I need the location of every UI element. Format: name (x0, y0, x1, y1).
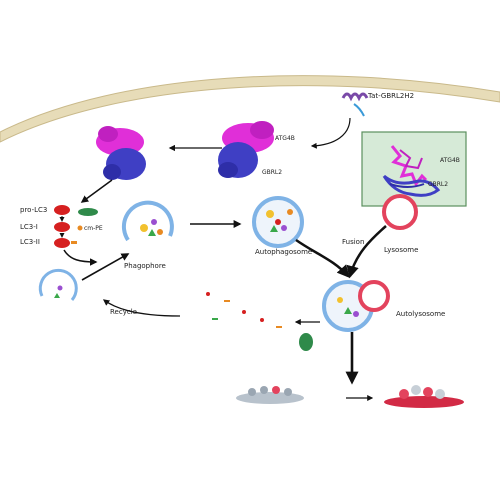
recycle-arrow (102, 299, 181, 317)
cell-membrane (0, 75, 500, 143)
autophagosome-icon (252, 196, 304, 248)
tat-label: Tat-GBRL2H2 (367, 92, 414, 100)
lc3-1-icon (54, 222, 70, 232)
autophagosome-to-fusion-arrow (295, 238, 350, 278)
atg4b-center-label: ATG4B (275, 135, 295, 142)
left-to-lc3-arrow (80, 179, 113, 203)
lc3-1-label: LC3-I (20, 223, 38, 231)
lysosome-label: Lysosome (384, 246, 418, 254)
phagophore-label: Phagophore (124, 262, 166, 270)
phagophore-icon (121, 200, 174, 242)
lc3-to-phagophore-arrow (63, 249, 98, 266)
degradation-products (206, 292, 282, 328)
pro-lc3-label: pro-LC3 (20, 206, 47, 214)
lc3-2-label: LC3-II (20, 238, 40, 246)
autophagosome-label: Autophagosome (255, 248, 312, 256)
recycled-phagophore-icon (38, 268, 78, 301)
left-complex (96, 126, 146, 180)
cleaved-fragment-icon (78, 208, 98, 216)
gbrl2-center-label: GBRL2 (262, 169, 282, 176)
lc3-pe-tag (71, 241, 77, 244)
lc3-2-icon (54, 238, 70, 248)
cm-pe-label: cm-PE (84, 225, 103, 232)
outcome-right-cluster (384, 385, 464, 408)
pe-icon (77, 225, 83, 231)
atg4b-gbrl2-complex (218, 121, 274, 178)
recycle-to-phagophore-arrow (81, 253, 130, 281)
tat-peptide-icon (341, 92, 369, 117)
atg4b-inset-label: ATG4B (440, 157, 460, 164)
recycle-label: Recycle (110, 308, 137, 316)
autolysosome-label: Autolysosome (396, 310, 445, 318)
pro-lc3-icon (54, 205, 70, 215)
gbrl2-inset-label: GBRL2 (428, 181, 448, 188)
lysosome-to-fusion-arrow (346, 225, 387, 279)
outcome-left-cluster (236, 386, 304, 404)
inhibitor-icon (299, 333, 313, 351)
inset-structure-panel (361, 131, 467, 207)
lysosome-icon (382, 194, 418, 230)
autolysosome-icon (322, 280, 390, 332)
tat-entry-arrow (310, 117, 351, 149)
fusion-label: Fusion (342, 238, 364, 246)
